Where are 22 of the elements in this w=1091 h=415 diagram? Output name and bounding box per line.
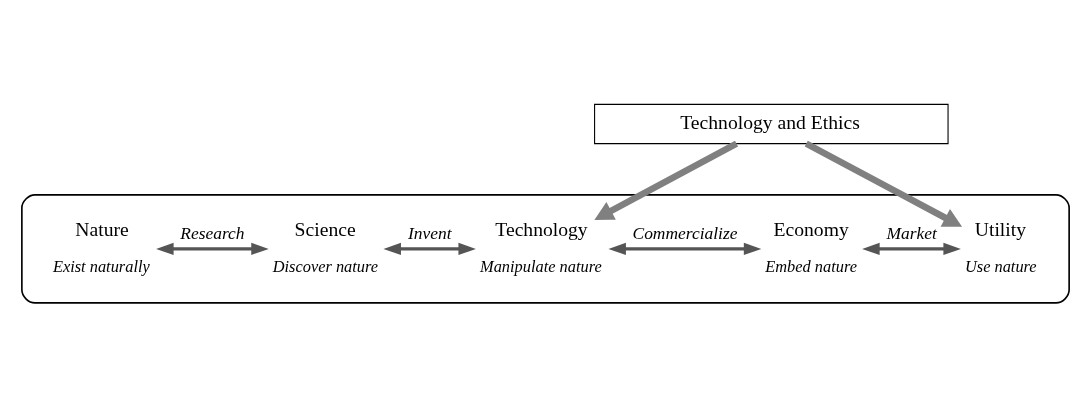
node-text: Technology bbox=[495, 218, 588, 240]
arrow bbox=[804, 140, 963, 227]
node-text: Science bbox=[294, 218, 356, 240]
edge-label: Commercialize bbox=[632, 222, 738, 243]
cluster bbox=[21, 193, 1070, 304]
edge-label: Market bbox=[886, 222, 937, 243]
node-text: Nature bbox=[75, 218, 129, 240]
node-text: Utility bbox=[974, 218, 1027, 240]
node-label: Manipulate nature bbox=[480, 256, 602, 276]
node-label: Discover nature bbox=[272, 256, 379, 276]
node-label: Use nature bbox=[964, 256, 1037, 276]
arrow bbox=[608, 242, 762, 255]
arrow bbox=[862, 242, 961, 255]
arrow bbox=[594, 140, 739, 220]
arrow bbox=[156, 242, 269, 255]
node-label: Embed nature bbox=[765, 256, 857, 276]
node-label: Exist naturally bbox=[52, 256, 150, 276]
edge-label: Invent bbox=[408, 222, 452, 243]
edge-label: Research bbox=[180, 222, 245, 243]
node-box: Technology and Ethics bbox=[594, 103, 949, 144]
node-text: Economy bbox=[773, 218, 849, 240]
arrow bbox=[383, 242, 476, 255]
